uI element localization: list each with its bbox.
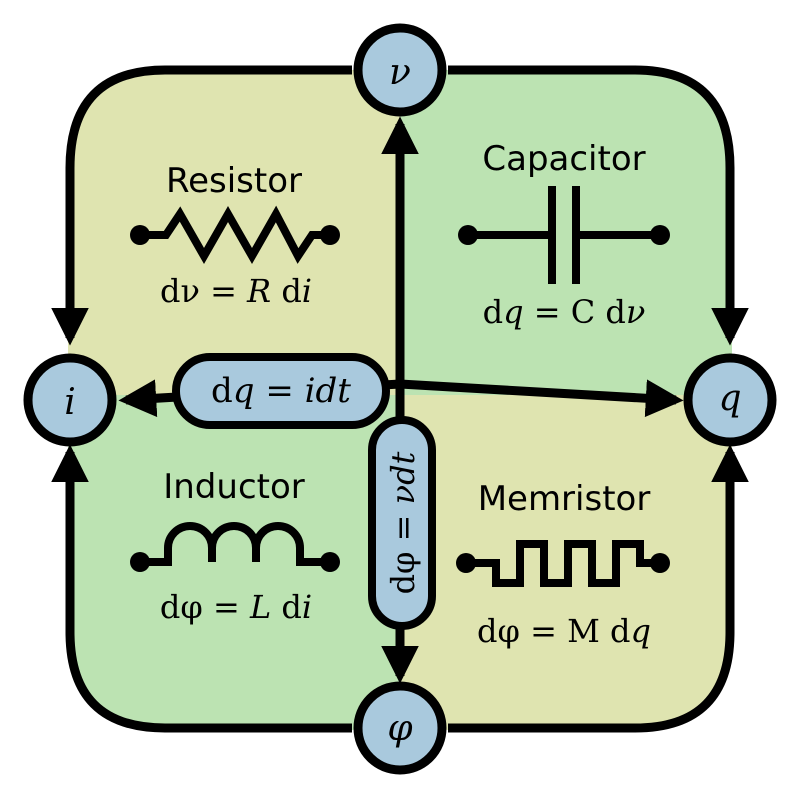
relation-horizontal-text: dq = idt [211,371,351,411]
resistor-symbol-icon [130,205,340,265]
resistor-formula: dν = R di [160,272,312,310]
node-q: q [683,353,777,447]
relation-horizontal-capsule [172,353,390,429]
arrow-q-to-phi [448,444,749,733]
relation-vertical-text: dφ = νdt [384,451,422,594]
node-phi: φ [353,681,447,775]
resistor-title: Resistor [166,161,302,201]
node-q-label: q [718,378,741,419]
inductor-formula: dφ = L di [160,588,312,626]
relation-horizontal: dq = idt [172,353,390,429]
quadrant-resistor: Resistor dν = R di [130,161,340,310]
quadrant-capacitor-bg [400,70,732,395]
node-phi-label: φ [387,708,413,749]
node-v: ν [353,23,447,117]
memristor-title: Memristor [478,479,651,519]
outer-arrows [51,65,749,733]
relation-vertical-capsule [368,416,436,630]
memristor-symbol-icon [456,540,670,587]
relation-vertical: dφ = νdt [368,416,436,630]
arrow-i-to-phi [51,444,352,733]
quadrant-inductor: Inductor dφ = L di [130,467,340,626]
axis-horizontal-to-q [399,379,684,418]
node-i-label: i [64,382,76,423]
capacitor-formula: dq = C dν [483,293,646,331]
inductor-title: Inductor [163,467,305,507]
capacitor-title: Capacitor [482,139,645,179]
arrow-v-to-q [448,65,749,346]
capacitor-symbol-icon [458,186,670,284]
arrow-v-to-i [51,65,352,346]
memristor-formula: dφ = M dq [477,612,651,650]
node-i: i [23,353,117,447]
inductor-symbol-icon [130,522,340,572]
quadrant-inductor-bg [68,395,400,730]
quadrant-memristor: Memristor dφ = M dq [456,479,670,650]
node-v-label: ν [389,52,411,93]
quadrant-capacitor: Capacitor dq = C dν [458,139,670,331]
